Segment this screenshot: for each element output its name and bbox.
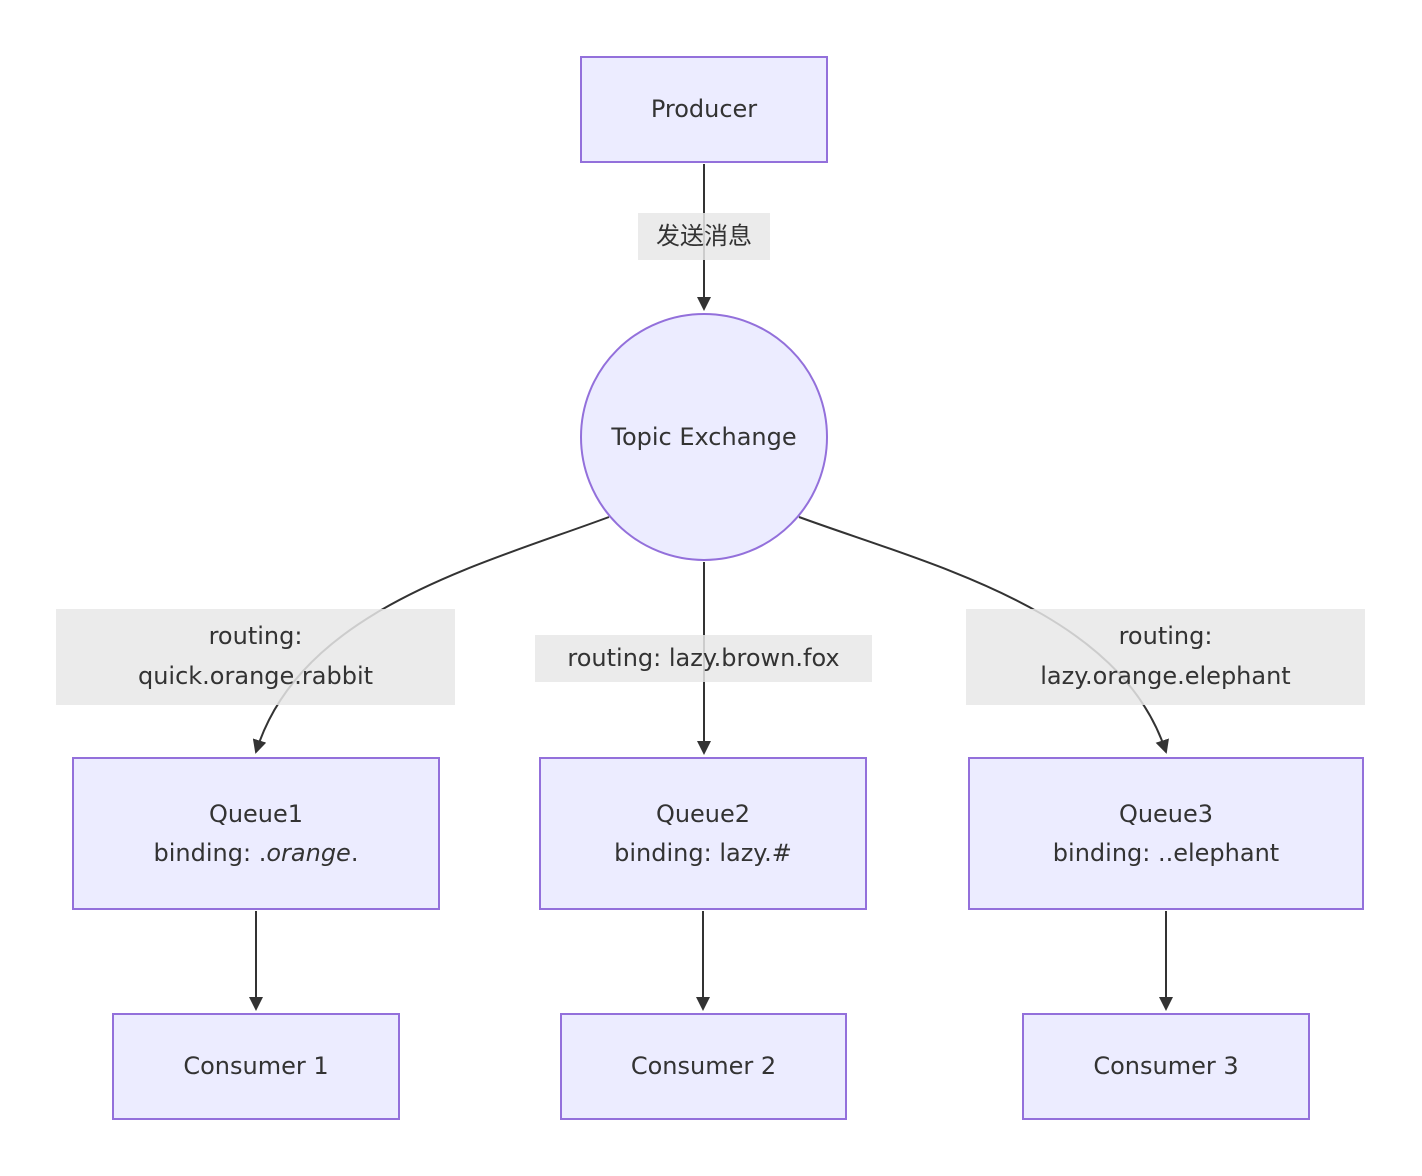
queue3-name: Queue3 — [1118, 800, 1214, 829]
edge-label-routing-quick-orange-rabbit: routing: quick.orange.rabbit — [56, 609, 455, 705]
routing2-text: routing: lazy.brown.fox — [567, 643, 840, 672]
edge-label-routing-lazy-brown-fox: routing: lazy.brown.fox — [535, 635, 872, 682]
node-queue1: Queue1 binding: .orange. — [72, 757, 440, 910]
node-consumer1: Consumer 1 — [112, 1013, 400, 1120]
routing3-line1: routing: — [1118, 622, 1213, 651]
consumer3-label: Consumer 3 — [1093, 1052, 1239, 1081]
node-consumer3: Consumer 3 — [1022, 1013, 1310, 1120]
routing1-line1: routing: — [208, 622, 303, 651]
node-consumer2: Consumer 2 — [560, 1013, 847, 1120]
queue1-binding-italic: orange — [266, 838, 351, 867]
node-queue2: Queue2 binding: lazy.# — [539, 757, 867, 910]
routing1-line2: quick.orange.rabbit — [137, 662, 374, 690]
queue2-name: Queue2 — [655, 800, 751, 829]
edge-label-send-message: 发送消息 — [638, 213, 770, 260]
consumer1-label: Consumer 1 — [183, 1052, 329, 1081]
edge-label-routing-lazy-orange-elephant: routing: lazy.orange.elephant — [966, 609, 1365, 705]
node-topic-exchange: Topic Exchange — [580, 313, 828, 561]
queue1-binding-suffix: . — [350, 838, 359, 867]
topic-exchange-label: Topic Exchange — [611, 422, 797, 451]
send-message-text: 发送消息 — [656, 221, 752, 250]
queue3-binding: binding: ..elephant — [1052, 838, 1280, 867]
queue2-binding: binding: lazy.# — [614, 838, 792, 867]
queue1-binding-prefix: binding: . — [153, 838, 267, 867]
routing3-line2: lazy.orange.elephant — [1040, 662, 1291, 690]
queue1-name: Queue1 — [208, 800, 304, 829]
node-queue3: Queue3 binding: ..elephant — [968, 757, 1364, 910]
consumer2-label: Consumer 2 — [630, 1052, 777, 1081]
node-producer: Producer — [580, 56, 828, 163]
queue1-binding: binding: .orange. — [154, 834, 359, 872]
producer-label: Producer — [650, 95, 758, 124]
